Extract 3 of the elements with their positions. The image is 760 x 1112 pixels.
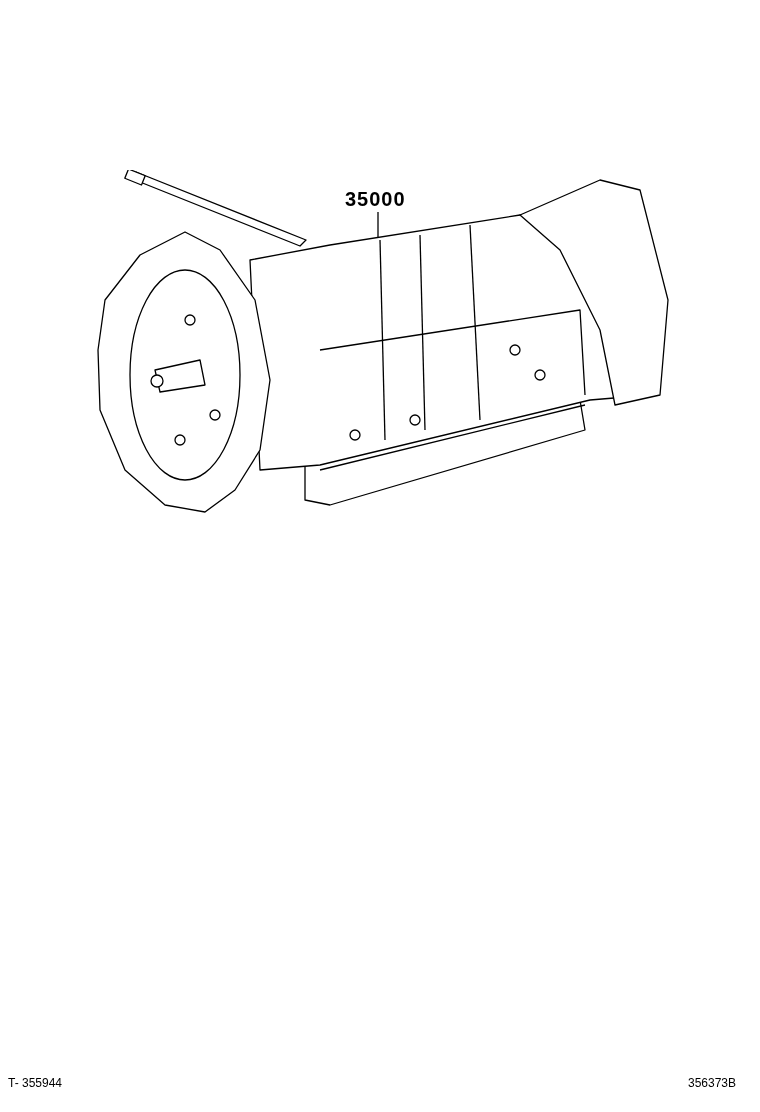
- callout-number: 35000: [345, 188, 411, 212]
- drawing-number: 356373B: [688, 1076, 737, 1090]
- drawing-number: T- 355944: [8, 1076, 63, 1090]
